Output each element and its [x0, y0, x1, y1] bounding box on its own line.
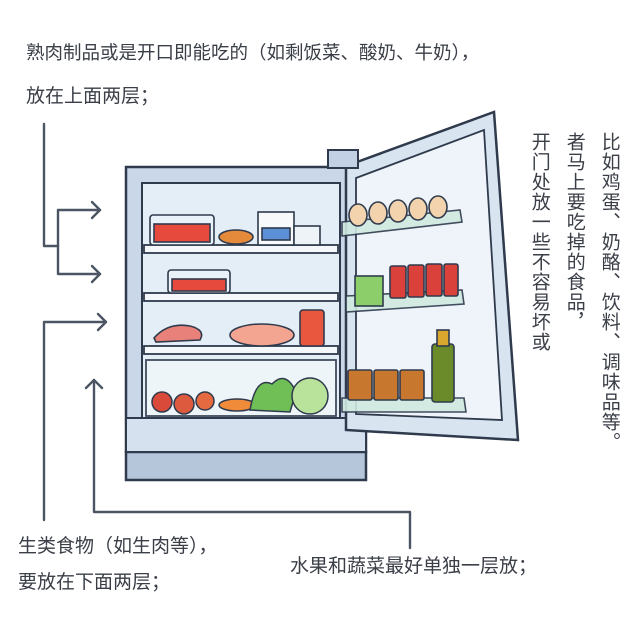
arrow-raw [96, 312, 108, 332]
label-raw-food-line1: 生类食物（如生肉等）， [18, 535, 218, 557]
door-shelves [341, 195, 467, 413]
connector-top-shelf1 [56, 208, 102, 248]
sausage [218, 229, 254, 245]
label-door-col-3: 开门处放一些不容易坏或 [528, 132, 551, 352]
door-hinge [327, 149, 359, 169]
raw-fish [229, 323, 295, 347]
label-door-col-1: 比如鸡蛋、奶酪、饮料、调味品等。 [598, 132, 621, 452]
label-cooked-food-line1: 熟肉制品或是开口即能吃的（如剩饭菜、酸奶、牛奶）， [26, 43, 480, 64]
raw-meat-1 [153, 324, 203, 343]
connector-top-shelf2 [56, 244, 102, 276]
apple-3 [195, 391, 215, 411]
label-fruit-veg: 水果和蔬菜最好单独一层放； [290, 555, 538, 577]
shelf-1 [143, 244, 339, 254]
condiment-jars [347, 369, 425, 401]
shelf-1-items [149, 211, 321, 246]
fridge-bottom-strip [125, 417, 367, 453]
yogurt-box [293, 225, 321, 246]
connector-top [42, 122, 60, 248]
cheese-block [354, 275, 384, 307]
label-door-col-2: 者马上要吃掉的食品， [563, 132, 586, 332]
connector-lines [42, 122, 412, 550]
sauce-jar [299, 309, 325, 347]
shelf-2-items [167, 269, 231, 294]
apple-2 [173, 393, 195, 415]
arrow-veg [84, 378, 104, 390]
apple-1 [151, 391, 173, 413]
fridge-lower-section [124, 450, 368, 482]
egg-row [348, 195, 448, 227]
connector-raw [42, 320, 108, 522]
cabbage [291, 377, 329, 415]
arrow-shelf1 [90, 200, 102, 220]
connector-veg [92, 378, 412, 550]
sauce-bottle [431, 343, 455, 403]
fridge-body [124, 165, 368, 482]
drink-cans [389, 263, 459, 299]
shelf-3-items [153, 309, 325, 347]
label-raw-food-line2: 要放在下面两层； [18, 571, 171, 593]
shelf-2 [143, 292, 339, 302]
crisper-items [151, 377, 329, 415]
arrow-shelf2 [90, 264, 102, 284]
label-cooked-food-line2: 放在上面两层； [26, 85, 160, 107]
shelf-3 [143, 345, 339, 355]
